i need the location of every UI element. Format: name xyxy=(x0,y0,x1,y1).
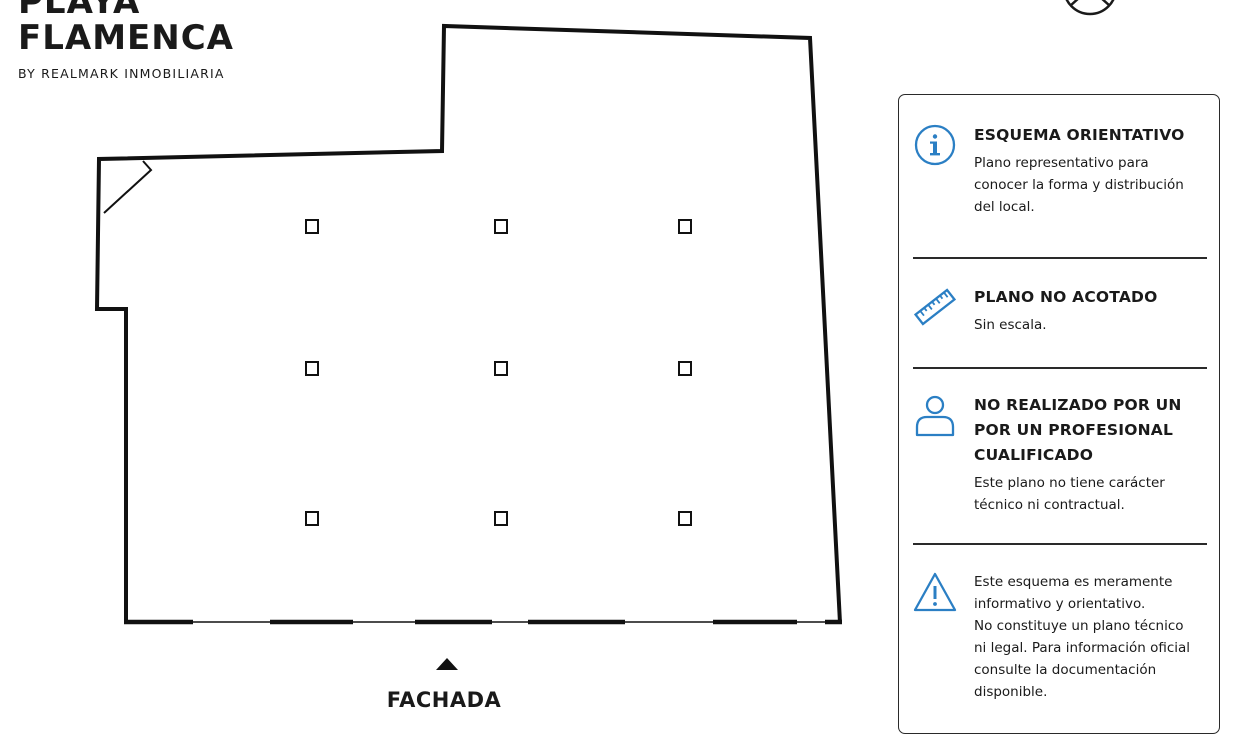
floor-plan xyxy=(94,23,842,625)
section-text-line: Este esquema es meramente xyxy=(974,574,1173,590)
person-icon xyxy=(915,395,955,437)
section-title: NO REALIZADO POR UN POR UN PROFESIONAL C… xyxy=(974,393,1207,468)
floor-plan-outline xyxy=(94,23,842,624)
corner-door xyxy=(103,160,153,214)
brand-subtitle: BY REALMARK INMOBILIARIA xyxy=(18,66,225,81)
section-text: Plano representativo para conocer la for… xyxy=(974,152,1207,218)
brand-name-line1: PLAYA xyxy=(18,0,141,22)
warning-triangle-icon xyxy=(913,572,957,612)
section-divider xyxy=(913,367,1207,369)
section-title: PLANO NO ACOTADO xyxy=(974,288,1158,306)
fachada-arrow-icon xyxy=(436,658,458,670)
section-text-line: Sin escala. xyxy=(974,317,1047,333)
disclaimer-panel: ESQUEMA ORIENTATIVO Plano representativo… xyxy=(898,94,1220,734)
columns xyxy=(305,219,692,526)
column xyxy=(305,361,319,376)
section-title-line: POR UN PROFESIONAL xyxy=(974,421,1174,439)
section-text-line: ni legal. Para información oficial xyxy=(974,640,1191,656)
section-text-line: Este plano no tiene carácter xyxy=(974,475,1165,491)
section-text-line: No constituye un plano técnico xyxy=(974,618,1184,634)
section-text: Sin escala. xyxy=(974,314,1207,336)
column xyxy=(494,219,508,234)
column xyxy=(305,511,319,526)
info-circle-icon xyxy=(914,124,956,166)
section-divider xyxy=(913,543,1207,545)
column xyxy=(494,361,508,376)
ruler-icon xyxy=(913,288,957,326)
section-text-line: informativo y orientativo. xyxy=(974,596,1146,612)
section-title-line: CUALIFICADO xyxy=(974,446,1094,464)
section-text: Este esquema es meramente informativo y … xyxy=(974,571,1207,703)
column xyxy=(678,219,692,234)
section-text-line: del local. xyxy=(974,199,1035,215)
section-divider xyxy=(913,257,1207,259)
column xyxy=(305,219,319,234)
section-title-line: NO REALIZADO POR UN xyxy=(974,396,1182,414)
section-title: ESQUEMA ORIENTATIVO xyxy=(974,126,1185,144)
fachada-label: FACHADA xyxy=(386,688,502,712)
compass-icon xyxy=(1065,0,1115,16)
section-text-line: conocer la forma y distribución xyxy=(974,177,1184,193)
brand-name-line2: FLAMENCA xyxy=(18,18,234,58)
column xyxy=(678,511,692,526)
section-text: Este plano no tiene carácter técnico ni … xyxy=(974,472,1207,516)
column xyxy=(678,361,692,376)
brand-logo: PLAYA FLAMENCA BY REALMARK INMOBILIARIA xyxy=(18,0,234,81)
section-text-line: disponible. xyxy=(974,684,1048,700)
section-text-line: técnico ni contractual. xyxy=(974,497,1125,513)
section-text-line: consulte la documentación xyxy=(974,662,1157,678)
column xyxy=(494,511,508,526)
section-text-line: Plano representativo para xyxy=(974,155,1149,171)
